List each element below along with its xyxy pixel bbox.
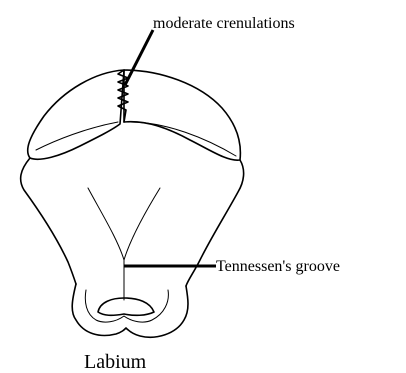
right-upper-lobe bbox=[124, 70, 240, 160]
prementum-lower bbox=[72, 284, 188, 337]
basal-plate bbox=[98, 298, 154, 315]
tennessen-groove bbox=[88, 188, 160, 300]
left-upper-lobe bbox=[28, 70, 124, 159]
left-lobe-inner-edge bbox=[36, 122, 118, 150]
right-lobe-inner-edge bbox=[130, 122, 236, 156]
crenulations-leader bbox=[125, 30, 153, 85]
groove-label: Tennessen's groove bbox=[216, 258, 340, 275]
prementum-inner bbox=[85, 290, 168, 322]
structure-label: Labium bbox=[84, 351, 147, 373]
crenulations-label: moderate crenulations bbox=[153, 15, 295, 32]
